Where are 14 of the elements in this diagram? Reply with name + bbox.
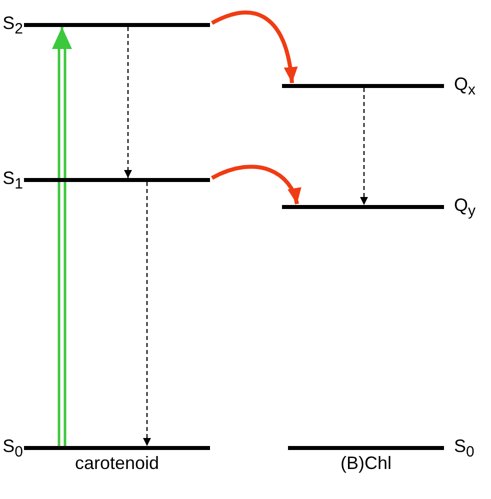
dashed-arrow xyxy=(360,88,368,205)
state-label: S$_{0}$ xyxy=(454,435,474,463)
dashed-arrow xyxy=(143,182,151,446)
state-label: Q$_{y}$ xyxy=(454,194,476,222)
column-label: carotenoid xyxy=(74,452,160,474)
state-label: S$_{2}$ xyxy=(2,12,23,40)
state-label: S$_{0}$ xyxy=(2,435,23,463)
dashed-arrow xyxy=(124,27,132,178)
curved-arrow xyxy=(211,10,298,84)
state-label: Q$_{x}$ xyxy=(454,73,476,101)
state-label: S$_{1}$ xyxy=(2,167,23,195)
column-label: (B)Chl xyxy=(340,452,392,474)
double-line-arrow xyxy=(52,26,72,448)
curved-arrow xyxy=(211,164,300,204)
